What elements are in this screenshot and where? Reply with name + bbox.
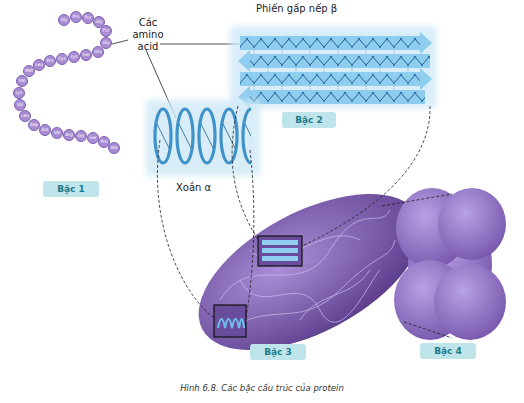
amino-acid-bead: Pro — [44, 55, 56, 67]
amino-acid-name: Leu — [35, 63, 43, 67]
amino-acid-name: Gly — [95, 20, 102, 24]
amino-acid-bead: Ser — [80, 49, 92, 61]
amino-acid-bead: Thr — [100, 25, 112, 37]
amino-acid-bead: Gly — [58, 14, 70, 26]
level-label: Bậc 2 — [295, 115, 323, 125]
level-badge: Bậc 4 — [420, 343, 476, 359]
level-badge: Bậc 2 — [282, 112, 336, 128]
level-badge: Bậc 1 — [43, 181, 99, 197]
amino-acid-bead: Ala — [108, 142, 120, 154]
amino-acid-name: Ser — [89, 136, 96, 140]
structure-label: Phiến gấp nếp β — [256, 3, 376, 15]
amino-acid-bead: Val — [51, 127, 63, 139]
amino-acid-name: Arg — [65, 133, 73, 137]
beta-sheet — [230, 26, 436, 108]
figure-caption: Hình 6.8. Các bậc cấu trúc của protein — [0, 383, 524, 393]
amino-acid-name: Glu — [94, 50, 101, 54]
level-label: Bậc 4 — [434, 346, 462, 356]
amino-acid-name: Lys — [16, 91, 23, 95]
amino-acid-name: Val — [54, 131, 61, 135]
amino-acid-name: Thr — [102, 29, 109, 33]
amino-acid-name: Ala — [42, 128, 49, 132]
amino-acid-bead: Lys — [13, 87, 25, 99]
amino-acid-bead: Glu — [92, 46, 104, 58]
amino-acid-bead: Ala — [39, 124, 51, 136]
amino-acid-name: Asp — [30, 123, 38, 127]
amino-acid-name: Pro — [47, 59, 54, 63]
amino-acid-name: Gly — [102, 41, 109, 45]
quaternary-structure — [394, 188, 506, 340]
amino-acid-name: Pro — [73, 15, 80, 19]
dashed-guides — [157, 106, 452, 338]
amino-acid-name: Leu — [21, 114, 29, 118]
amino-acid-bead: Val — [16, 75, 28, 87]
amino-acid-name: Cys — [58, 57, 66, 61]
structure-label: Xoắn α — [176, 182, 236, 194]
amino-acid-name: Thr — [84, 16, 91, 20]
amino-acid-bead: Lys — [68, 51, 80, 63]
amino-acid-name: Val — [19, 79, 26, 83]
amino-acid-name: Met — [25, 69, 33, 73]
amino-acid-name: Val — [17, 103, 24, 107]
amino-acid-name: Pro — [101, 140, 108, 144]
amino-acid-bead: Pro — [70, 11, 82, 23]
amino-acid-bead: Gly — [75, 130, 87, 142]
level-label: Bậc 1 — [57, 184, 85, 194]
level-label: Bậc 3 — [264, 347, 292, 357]
amino-acid-bead: Arg — [63, 129, 75, 141]
level-badge: Bậc 3 — [250, 344, 306, 360]
amino-acid-name: Ala — [111, 146, 118, 150]
amino-acid-name: Gly — [77, 134, 84, 138]
alpha-helix — [146, 100, 260, 176]
amino-acid-bead: Cys — [56, 53, 68, 65]
amino-acid-name: Lys — [71, 55, 78, 59]
amino-acid-name: Gly — [60, 18, 67, 22]
structure-label: Các amino acid — [124, 17, 172, 53]
amino-acid-name: Ser — [82, 53, 89, 57]
